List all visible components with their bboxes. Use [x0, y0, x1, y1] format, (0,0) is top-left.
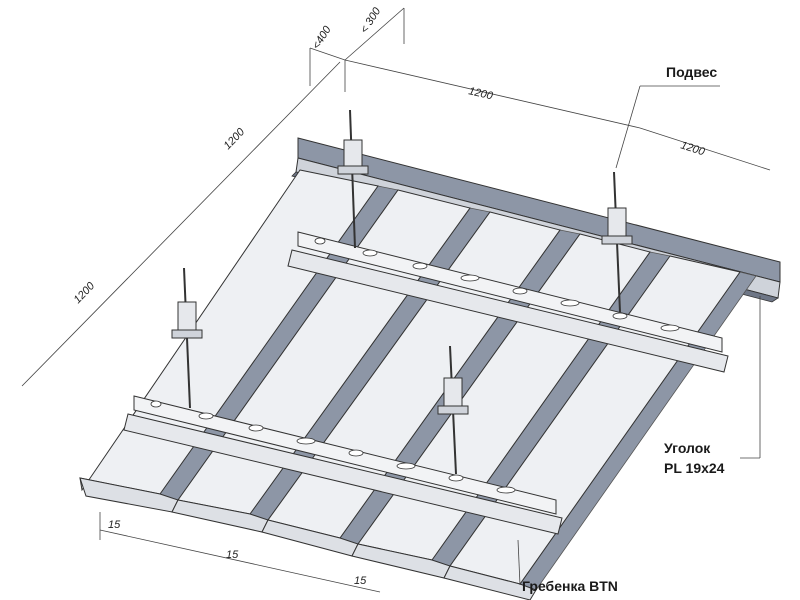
dimension-left-upper-1200: 1200	[222, 126, 248, 153]
dimension-right-1200: 1200	[679, 139, 707, 158]
hanger-back-left	[337, 109, 369, 249]
label-comb: Гребенка BTN	[522, 578, 618, 594]
label-hanger: Подвес	[666, 64, 718, 80]
dimension-lt300: < 300	[358, 5, 383, 36]
comb-carrier-front	[123, 395, 563, 535]
dimension-lt400: <400	[310, 23, 334, 51]
label-angle-line1: Уголок	[664, 440, 711, 456]
dimension-bottom-15-c: 15	[354, 575, 367, 587]
dimension-left-lower-1200: 1200	[72, 280, 98, 307]
hanger-back-right	[601, 171, 633, 313]
dimension-bottom-15-b: 15	[226, 549, 239, 561]
slat-front-edges	[79, 477, 537, 600]
label-angle-line2: PL 19x24	[664, 460, 725, 476]
hanger-front-left	[171, 267, 203, 409]
dimension-lines	[21, 7, 771, 593]
dimension-top-1200: 1200	[467, 85, 494, 102]
comb-carrier-back	[287, 231, 729, 373]
hanger-front-right	[437, 345, 469, 475]
dimension-bottom-15-a: 15	[108, 519, 121, 531]
